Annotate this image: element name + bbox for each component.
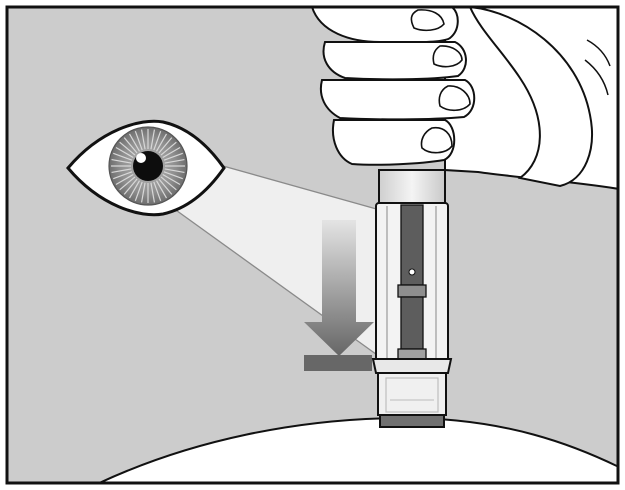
iris-ray [111,158,132,164]
injector-pen [371,169,453,428]
iris-ray [134,181,143,201]
iris-ray [163,152,183,161]
iris-ray [150,182,156,203]
iris-ray [113,152,133,161]
iris-ray [113,171,133,180]
iris-ray [123,178,138,195]
iris-ray [160,141,177,156]
iris-ray [115,173,134,186]
iris-ray [158,137,173,154]
plunger-stopper [400,296,424,350]
down-arrow-icon [304,220,374,356]
pen-tip [379,414,445,428]
iris-ray [128,180,141,199]
iris-ray [164,168,185,174]
iris-ray [155,180,168,199]
hand [310,7,618,190]
iris-ray [163,171,183,180]
iris-ray [160,176,177,191]
iris-ray [155,133,168,152]
eye-highlight [136,153,146,163]
iris-ray [150,129,156,150]
iris-ray [140,182,146,203]
iris-ray [162,146,181,159]
iris-ray [115,146,134,159]
iris-ray [119,176,136,191]
iris-rays [111,129,185,203]
eye-icon [66,119,226,217]
iris-ray [162,173,181,186]
stop-bar [304,355,372,371]
iris-ray [158,178,173,195]
plunger-dot [408,268,416,276]
iris-ray [140,129,146,150]
iris-ray [164,158,185,164]
frame-border [5,5,620,485]
iris-ray [134,131,143,151]
iris-ray [153,131,162,151]
iris-ray [119,141,136,156]
iris-ray [153,181,162,201]
iris-ray [123,137,138,154]
iris-ray [128,133,141,152]
iris-ray [111,168,132,174]
